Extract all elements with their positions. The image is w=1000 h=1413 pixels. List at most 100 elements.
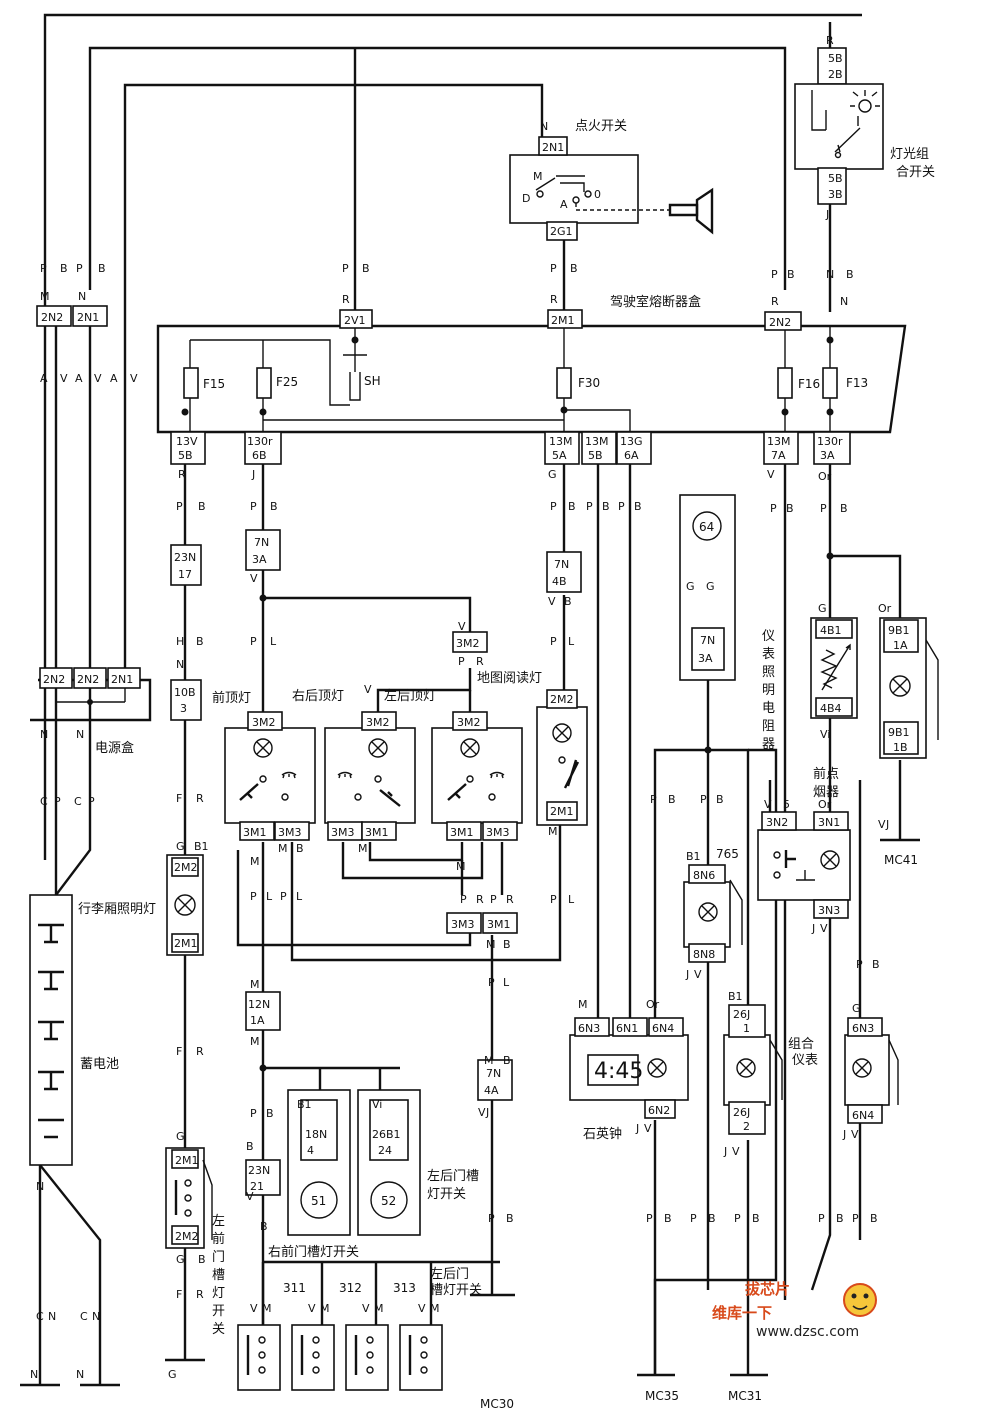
svg-text:6N4: 6N4 (652, 1022, 674, 1035)
svg-text:24: 24 (378, 1144, 392, 1157)
svg-text:维库一下: 维库一下 (712, 1304, 772, 1322)
svg-text:1A: 1A (250, 1014, 265, 1027)
svg-text:R: R (342, 293, 350, 306)
combo-instrument-label-2: 仪表 (792, 1053, 818, 1068)
svg-text:2N2: 2N2 (77, 673, 99, 686)
svg-text:3M1: 3M1 (365, 826, 389, 839)
svg-text:V: V (820, 922, 828, 935)
svg-text:B: B (752, 1212, 760, 1225)
svg-text:H: H (176, 635, 184, 648)
svg-text:J: J (251, 468, 255, 481)
svg-text:J: J (635, 1122, 639, 1135)
svg-text:P: P (820, 502, 827, 515)
svg-text:2: 2 (743, 1120, 750, 1133)
svg-text:R: R (826, 34, 834, 47)
battery (29, 894, 73, 1166)
svg-text:A: A (40, 372, 48, 385)
svg-text:Vi: Vi (372, 1098, 382, 1111)
svg-text:N: N (76, 1368, 84, 1381)
instrument-resistor-label: 仪 表 照 明 电 阻 器 (762, 629, 775, 752)
svg-text:F13: F13 (846, 376, 868, 390)
svg-text:3B: 3B (828, 188, 843, 201)
svg-text:3: 3 (180, 702, 187, 715)
svg-text:6N4: 6N4 (852, 1109, 874, 1122)
svg-text:2M1: 2M1 (174, 937, 198, 950)
svg-text:P: P (250, 890, 257, 903)
instrument-resistor (810, 617, 858, 719)
svg-text:F: F (176, 1288, 182, 1301)
svg-text:P: P (250, 635, 257, 648)
svg-text:P: P (76, 262, 83, 275)
svg-text:2G1: 2G1 (550, 225, 573, 238)
svg-text:2M1: 2M1 (175, 1154, 199, 1167)
svg-text:3M2: 3M2 (366, 716, 390, 729)
svg-text:21: 21 (250, 1180, 264, 1193)
svg-text:B: B (840, 502, 848, 515)
svg-text:R: R (771, 295, 779, 308)
svg-text:3A: 3A (252, 553, 267, 566)
svg-text:M: M (250, 978, 260, 991)
svg-text:N: N (540, 120, 548, 133)
svg-text:P: P (586, 500, 593, 513)
svg-text:B: B (787, 268, 795, 281)
left-rear-door-switch-block (287, 1089, 421, 1236)
svg-text:B1: B1 (728, 990, 743, 1003)
svg-text:明: 明 (762, 683, 775, 698)
svg-text:2B: 2B (828, 68, 843, 81)
svg-text:L: L (296, 890, 303, 903)
svg-text:R: R (196, 1045, 204, 1058)
svg-text:R: R (476, 655, 484, 668)
svg-text:26B1: 26B1 (372, 1128, 401, 1141)
svg-text:P: P (250, 500, 257, 513)
cigar-lighter (757, 811, 851, 919)
svg-text:表: 表 (762, 647, 775, 662)
svg-text:G: G (818, 602, 827, 615)
right-rear-dome-label: 右后顶灯 (292, 689, 344, 704)
svg-text:4A: 4A (484, 1084, 499, 1097)
svg-text:B: B (570, 262, 578, 275)
svg-text:V: V (364, 683, 372, 696)
svg-text:M: M (358, 842, 368, 855)
svg-text:P: P (460, 893, 467, 906)
svg-text:2N1: 2N1 (542, 141, 564, 154)
svg-text:6N2: 6N2 (648, 1104, 670, 1117)
clock-display: 4:45 (594, 1059, 643, 1084)
svg-text:V: V (130, 372, 138, 385)
svg-text:V: V (478, 1106, 486, 1119)
svg-text:7N: 7N (554, 558, 569, 571)
svg-text:N: N (48, 1310, 56, 1323)
svg-text:7N: 7N (700, 634, 715, 647)
svg-text:B: B (246, 1140, 254, 1153)
svg-text:B: B (270, 500, 278, 513)
svg-text:V: V (767, 468, 775, 481)
svg-text:P: P (550, 893, 557, 906)
svg-text:B: B (872, 958, 880, 971)
left-rear-dome-label: 左后顶灯 (384, 689, 436, 704)
svg-text:B: B (634, 500, 642, 513)
svg-text:N: N (78, 290, 86, 303)
svg-text:B: B (296, 842, 304, 855)
svg-text:2M1: 2M1 (551, 314, 575, 327)
svg-text:P: P (856, 958, 863, 971)
svg-text:C: C (80, 1310, 88, 1323)
svg-text:0: 0 (594, 188, 601, 201)
svg-text:N: N (36, 1180, 44, 1193)
inline-connectors (36, 305, 851, 1196)
svg-text:阻: 阻 (762, 719, 775, 734)
svg-text:V: V (694, 968, 702, 981)
svg-text:3M3: 3M3 (486, 826, 510, 839)
map-light-label: 地图阅读灯 (477, 671, 542, 686)
dome-circuits (236, 460, 562, 1325)
svg-text:5A: 5A (552, 449, 567, 462)
svg-text:6N3: 6N3 (578, 1022, 600, 1035)
svg-text:V: V (308, 1302, 316, 1315)
svg-text:13V: 13V (176, 435, 198, 448)
svg-text:B1: B1 (297, 1098, 312, 1111)
svg-text:P: P (550, 262, 557, 275)
svg-text:3N3: 3N3 (818, 904, 840, 917)
svg-text:B: B (708, 1212, 716, 1225)
svg-text:F15: F15 (203, 377, 225, 391)
svg-text:3M2: 3M2 (457, 716, 481, 729)
svg-text:5B: 5B (178, 449, 193, 462)
svg-text:8N8: 8N8 (693, 948, 715, 961)
